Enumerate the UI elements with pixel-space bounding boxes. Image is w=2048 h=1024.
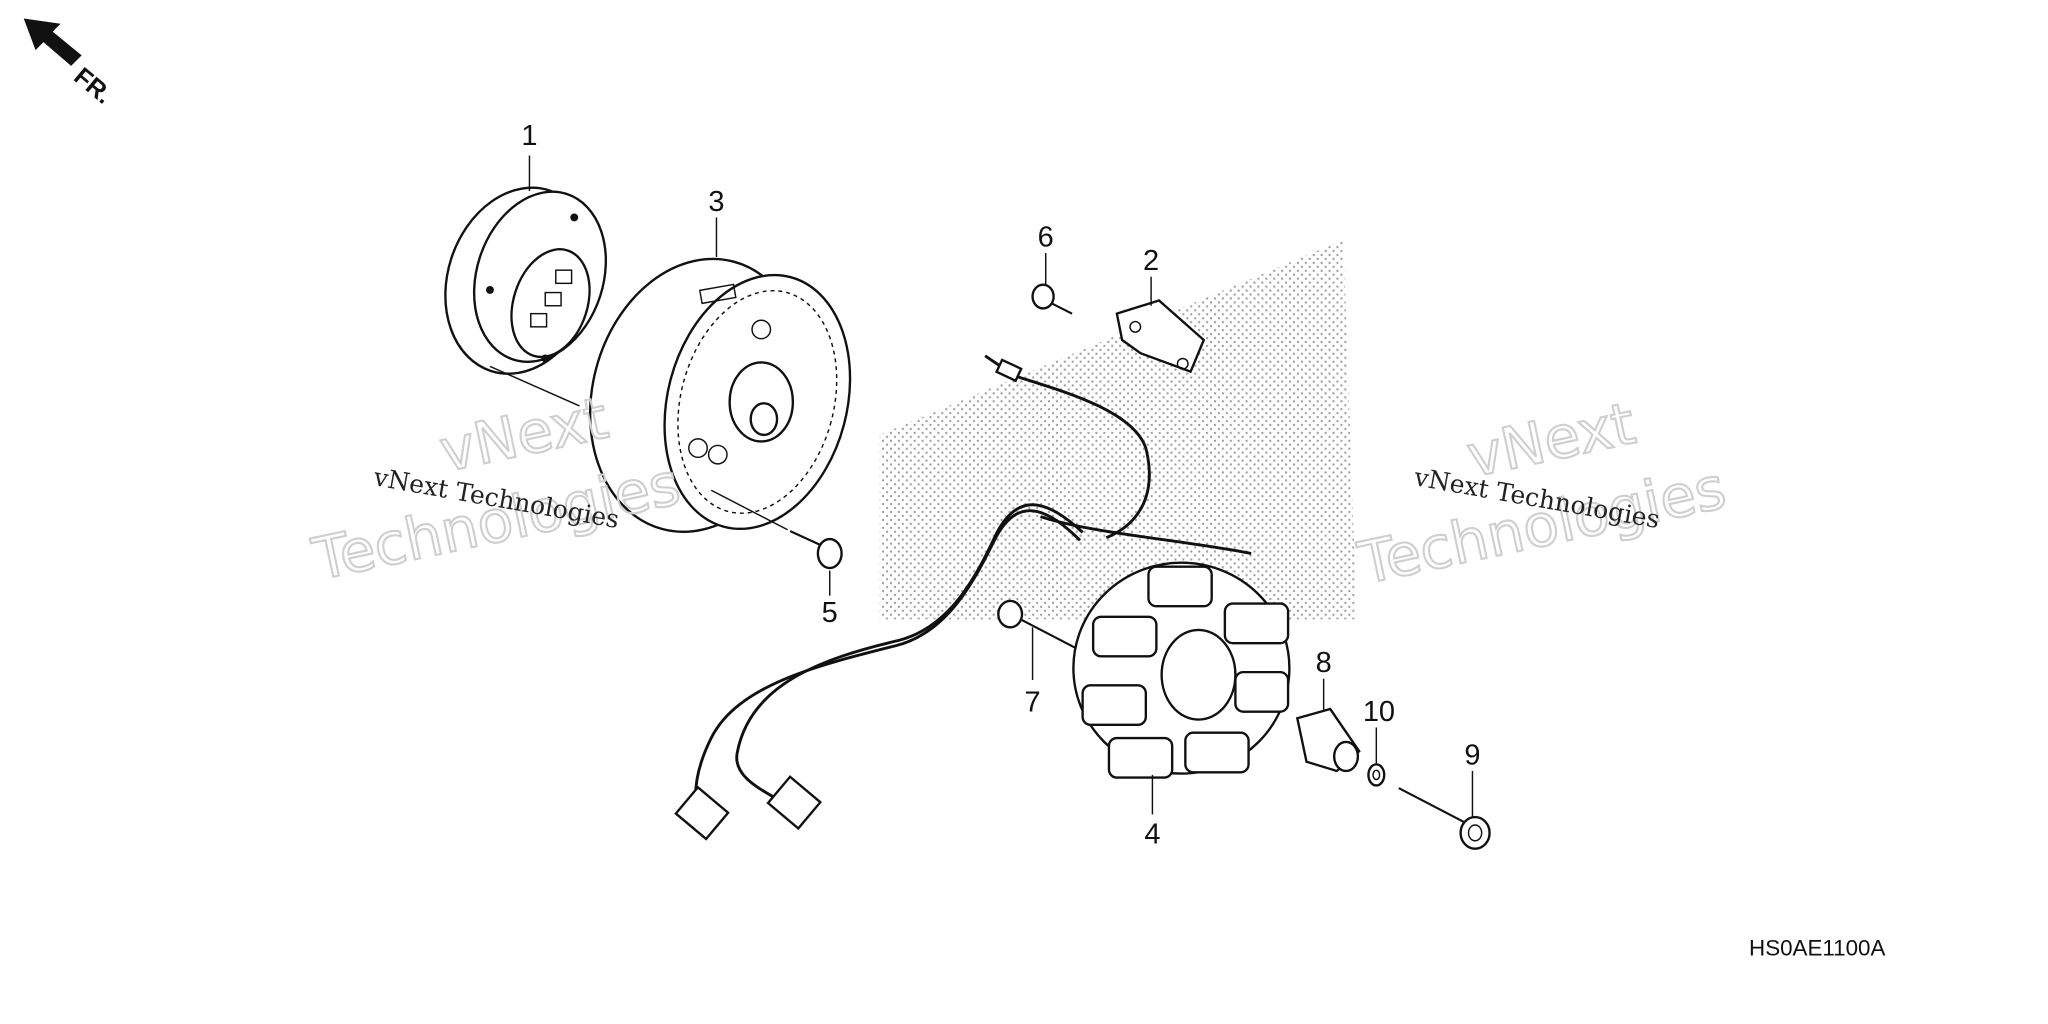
part-screw-6	[1031, 283, 1073, 315]
callout-6: 6	[1038, 221, 1054, 253]
callout-1: 1	[521, 120, 537, 152]
part-bolt-9	[1398, 787, 1491, 850]
part-washer	[1367, 763, 1386, 787]
callout-10: 10	[1363, 696, 1395, 728]
callout-4: 4	[1144, 818, 1160, 850]
part-stator	[1072, 561, 1291, 779]
shading-area	[879, 239, 1357, 620]
part-pulse-generator	[1115, 299, 1206, 374]
wire-harness	[694, 509, 1082, 818]
callout-2: 2	[1143, 245, 1159, 277]
pulse-generator-wire	[984, 354, 1151, 540]
front-label: FR.	[69, 62, 118, 109]
front-direction-arrow-icon	[23, 18, 82, 66]
callout-7: 7	[1025, 687, 1041, 719]
diagram-code: HS0AE1100A	[1749, 935, 1885, 960]
watermark-right: vNext Technologies vNext Technologies	[1351, 388, 1732, 599]
callout-3: 3	[708, 186, 724, 218]
callout-8: 8	[1316, 647, 1332, 679]
part-flywheel-cover	[444, 186, 608, 375]
part-flywheel	[588, 257, 852, 533]
part-collar	[1295, 707, 1361, 773]
callout-5: 5	[822, 597, 838, 629]
part-bolt-5	[789, 530, 843, 570]
callout-9: 9	[1464, 739, 1480, 771]
leader-lines	[489, 155, 1474, 818]
